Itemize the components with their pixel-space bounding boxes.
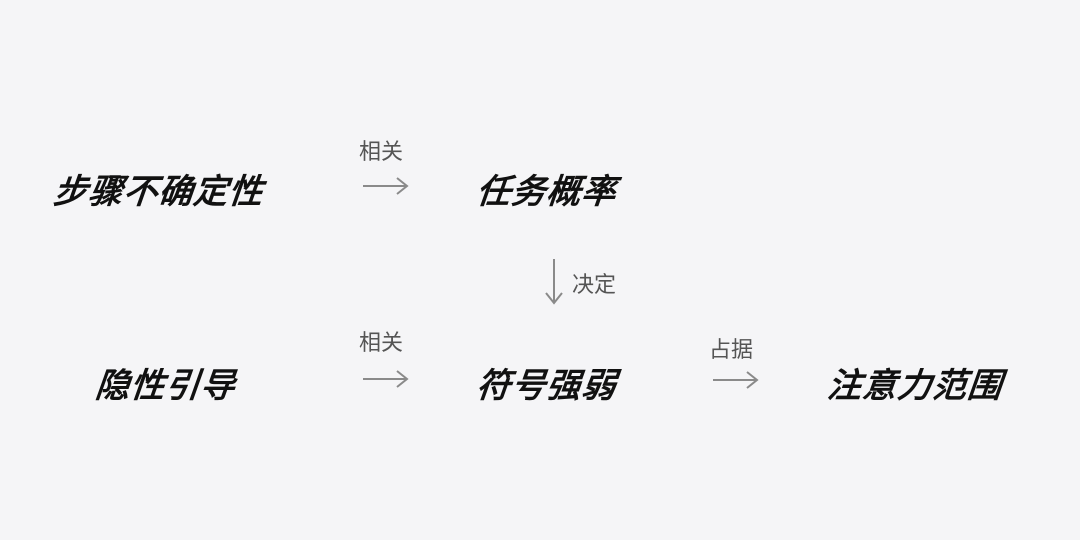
relation-label-implicit-to-symbol: 相关 <box>359 331 404 356</box>
relation-label-symbol-to-attention: 占据 <box>709 338 754 363</box>
node-step-uncertainty: 步骤不确定性 <box>51 172 266 212</box>
node-symbol-strength: 符号强弱 <box>474 366 619 406</box>
relation-label-task-to-symbol: 决定 <box>572 273 617 298</box>
node-attention-span: 注意力范围 <box>825 366 1005 406</box>
right-arrow-icon <box>362 369 410 389</box>
node-implicit-guidance: 隐性引导 <box>93 366 238 406</box>
right-arrow-icon <box>712 370 760 390</box>
right-arrow-icon <box>362 176 410 196</box>
down-arrow-icon <box>543 258 565 306</box>
node-task-probability: 任务概率 <box>474 172 619 212</box>
relation-label-step-to-task: 相关 <box>359 140 404 165</box>
